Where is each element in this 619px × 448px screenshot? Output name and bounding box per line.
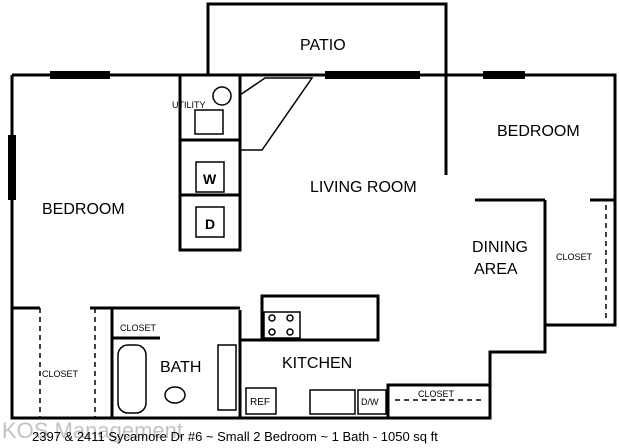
walls <box>10 2 617 420</box>
fireplace <box>239 77 314 151</box>
dryer <box>195 206 225 238</box>
room-label-kitchen: KITCHEN <box>282 355 352 372</box>
room-label-dining-2: AREA <box>474 261 518 278</box>
fixtures <box>117 77 387 415</box>
room-label-living-room: LIVING ROOM <box>310 179 417 196</box>
washer <box>195 161 225 193</box>
utility-sink <box>194 109 224 135</box>
room-label-closet-bath: CLOSET <box>120 323 157 333</box>
room-label-dining-1: DINING <box>472 239 528 256</box>
room-label-closet-left: CLOSET <box>42 369 79 379</box>
refrigerator-label: REF <box>250 397 270 408</box>
watermark: KOS Management <box>2 418 183 443</box>
room-label-utility: UTILITY <box>172 100 206 110</box>
water-heater <box>212 86 232 106</box>
refrigerator <box>245 387 277 415</box>
sink <box>309 389 356 415</box>
dryer-label: D <box>205 216 215 232</box>
vanity <box>217 344 237 411</box>
toilet <box>164 386 186 404</box>
room-label-bedroom-right: BEDROOM <box>497 123 580 140</box>
dishwasher <box>357 389 387 415</box>
room-label-bedroom-left: BEDROOM <box>42 201 125 218</box>
room-label-closet-kitchen: CLOSET <box>418 389 455 399</box>
washer-label: W <box>203 171 217 187</box>
dishwasher-label: D/W <box>361 397 379 407</box>
room-label-patio: PATIO <box>300 37 346 54</box>
room-label-closet-right: CLOSET <box>556 252 593 262</box>
windows <box>8 71 525 200</box>
caption: 2397 & 2411 Sycamore Dr #6 ~ Small 2 Bed… <box>32 429 438 444</box>
bathtub <box>117 344 147 414</box>
room-label-bath: BATH <box>160 359 201 376</box>
stove <box>263 311 301 339</box>
